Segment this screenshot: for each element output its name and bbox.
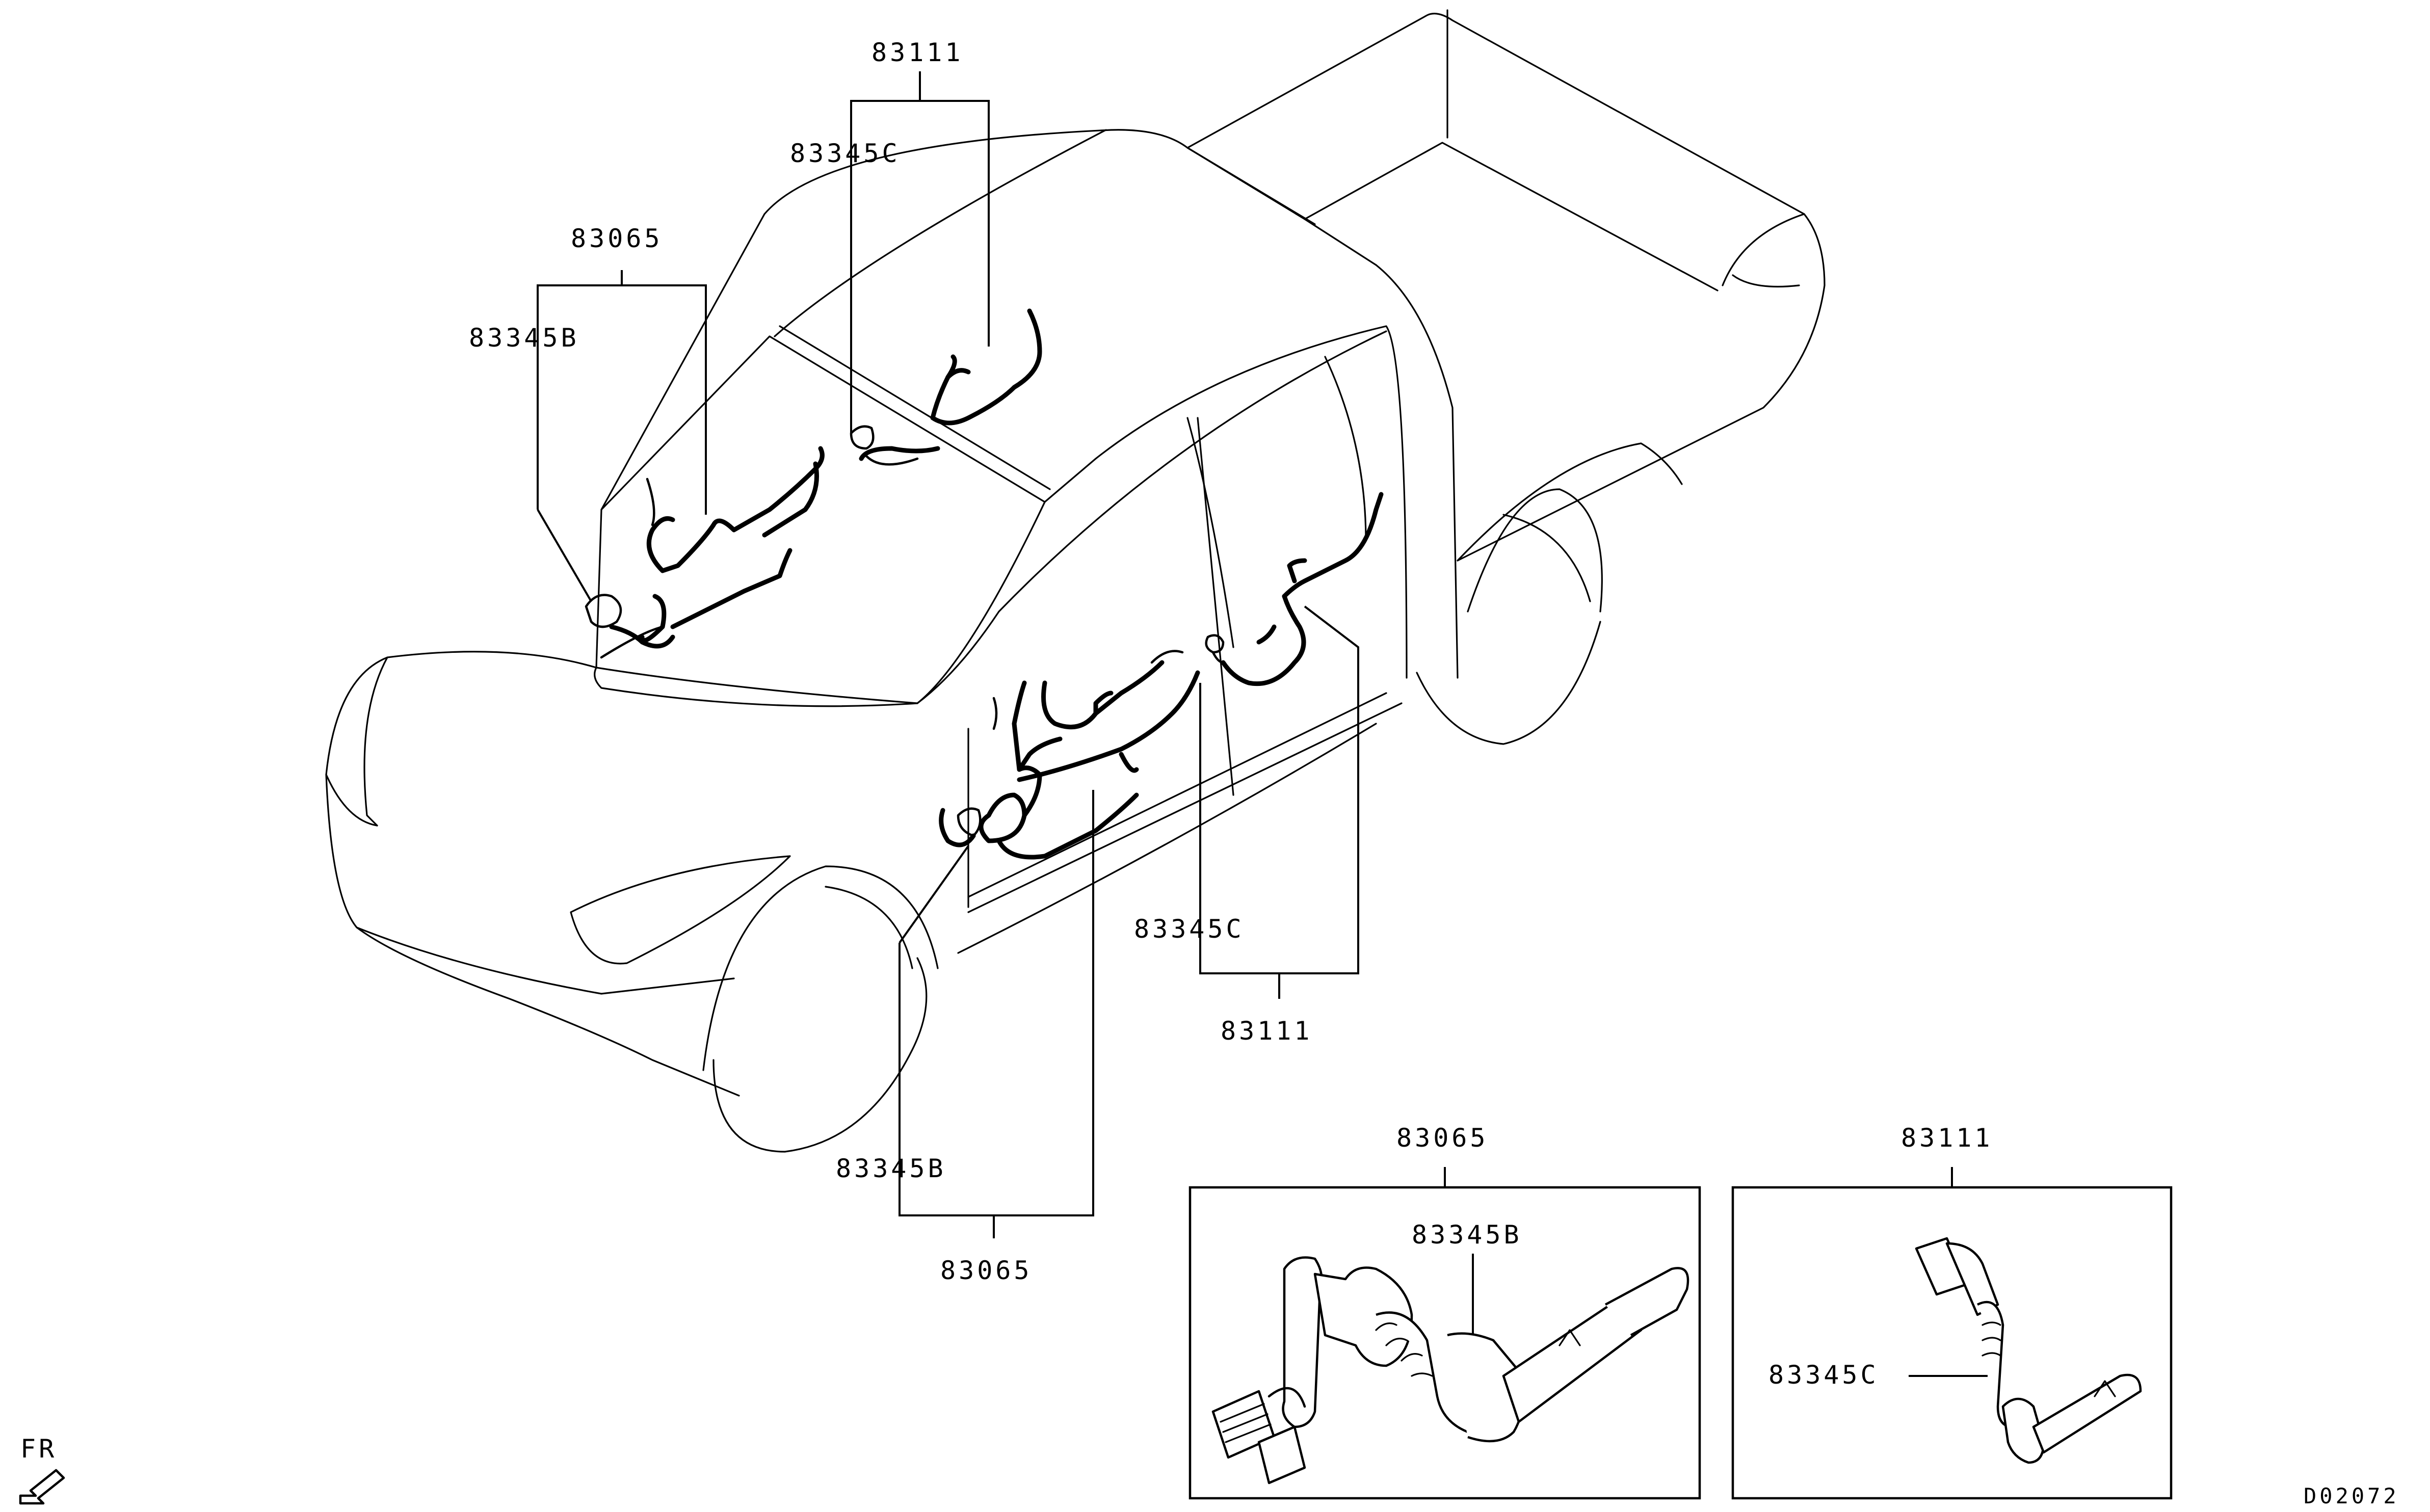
pickup-truck-outline xyxy=(325,9,1826,1153)
harness-front-door-right xyxy=(939,650,1200,860)
label-83345B-low: 83345B xyxy=(836,1154,946,1183)
inset-part-83345B: 83345B xyxy=(1412,1220,1522,1250)
harness-front-door-left xyxy=(585,446,825,659)
inset-box-83065: 83065 83345B xyxy=(1188,1123,1701,1500)
harness-rear-door-right xyxy=(1205,492,1384,686)
callout-low-83065: 83345B 83065 xyxy=(836,790,1094,1285)
label-83065-low: 83065 xyxy=(940,1256,1033,1285)
callout-top-83345C: 83345C xyxy=(790,139,901,168)
label-83111-mid: 83111 xyxy=(1221,1016,1313,1046)
front-arrow-icon xyxy=(19,1469,65,1505)
label-83111-top: 83111 xyxy=(871,38,964,67)
harness-rear-door-left xyxy=(850,308,1042,466)
callout-top-83111: 83111 xyxy=(850,38,990,436)
callout-top-83345B: 83345B xyxy=(469,323,592,602)
callout-mid-83111: 83111 83345C xyxy=(1134,605,1359,1046)
label-83345B-top: 83345B xyxy=(469,323,579,353)
inset-box-83111: 83111 83345C xyxy=(1731,1123,2173,1500)
label-83065-top: 83065 xyxy=(571,224,663,253)
inset-title-83065: 83065 xyxy=(1396,1123,1489,1153)
label-83345C-top: 83345C xyxy=(790,139,901,168)
inset-part-83345C: 83345C xyxy=(1768,1360,1879,1390)
front-label: FR xyxy=(20,1434,57,1464)
inset-title-83111: 83111 xyxy=(1901,1123,1993,1153)
callout-top-83065: 83065 xyxy=(537,224,707,515)
diagram-code: D02072 xyxy=(2304,1483,2399,1508)
orientation-indicator: FR xyxy=(19,1434,65,1505)
label-83345C-mid: 83345C xyxy=(1134,914,1245,944)
